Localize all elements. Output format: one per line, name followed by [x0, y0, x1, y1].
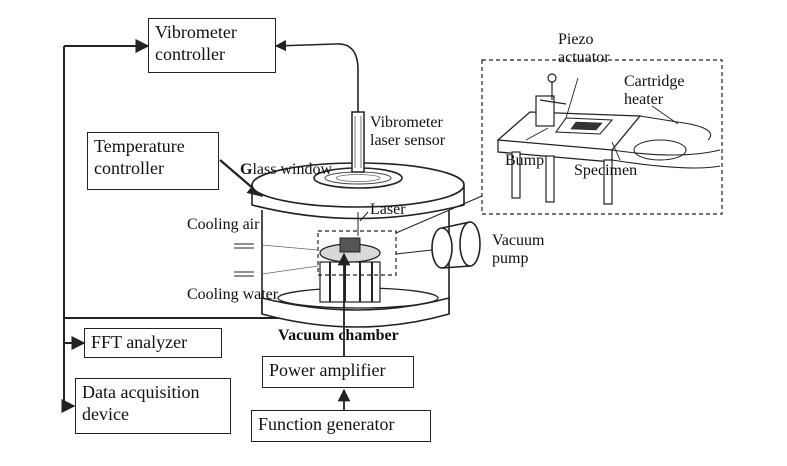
laser-label: Laser — [370, 201, 406, 218]
function-generator-box: Function generator — [251, 410, 431, 442]
cartridge-heater-label: Cartridge heater — [624, 73, 685, 108]
glass-window-rest: lass window — [252, 161, 333, 178]
vacuum-chamber-label: Vacuum chamber — [278, 327, 399, 344]
vacuum-pump-shape — [431, 227, 453, 269]
fft-analyzer-box: FFT analyzer — [84, 328, 222, 358]
laser-sensor-body — [351, 111, 365, 173]
sensor-cable — [274, 40, 359, 112]
bump-label: Bump — [505, 152, 545, 169]
specimen-label: Specimen — [574, 162, 638, 179]
chamber-detail-box — [317, 230, 397, 276]
data-acquisition-box: Data acquisition device — [75, 378, 231, 434]
glass-window-label: Glass window — [240, 143, 332, 179]
vibrometer-controller-box: Vibrometer controller — [148, 18, 276, 73]
glass-window-initial: G — [240, 161, 253, 178]
temperature-controller-box: Temperature controller — [87, 132, 219, 190]
vacuum-pump-label: Vacuum pump — [492, 232, 545, 267]
inset-detail-box — [481, 59, 723, 215]
vibrometer-laser-sensor-label: Vibrometer laser sensor — [370, 114, 446, 149]
chamber-base — [261, 296, 450, 328]
cooling-water-label: Cooling water — [187, 286, 279, 303]
piezo-actuator-label: Piezo actuator — [558, 31, 610, 66]
power-amplifier-box: Power amplifier — [262, 356, 414, 388]
cooling-air-label: Cooling air — [187, 216, 260, 233]
